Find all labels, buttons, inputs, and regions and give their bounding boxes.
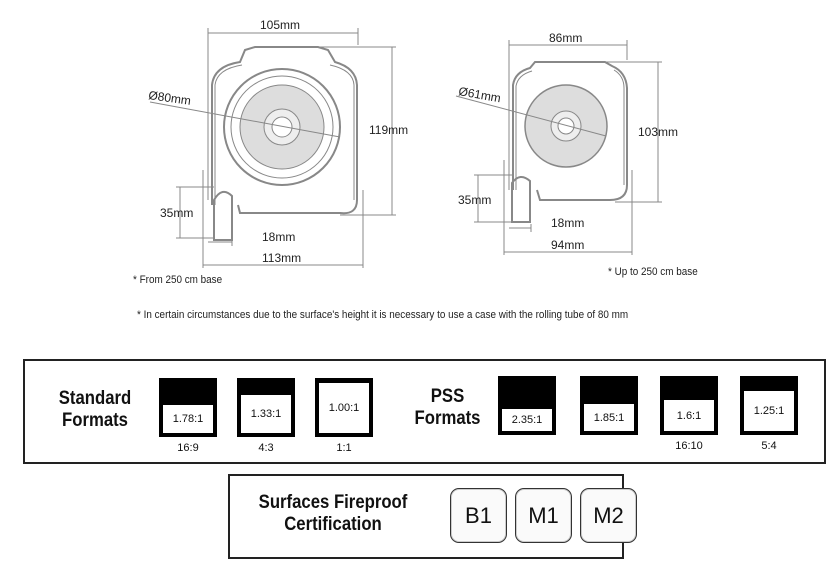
small-case-profile bbox=[455, 40, 662, 255]
cert-badge-b1: B1 bbox=[450, 488, 507, 543]
fireproof-title-line2: Certification bbox=[284, 514, 382, 535]
format-box: 1.85:1 bbox=[580, 376, 638, 435]
large-case-note: * From 250 cm base bbox=[133, 274, 223, 286]
small-guide-width: 18mm bbox=[551, 216, 584, 230]
format-label: 1:1 bbox=[336, 442, 352, 454]
large-height: 119mm bbox=[369, 123, 408, 137]
large-case-profile bbox=[149, 28, 396, 268]
cert-badge-m1: M1 bbox=[515, 488, 572, 543]
format-label: 16:9 bbox=[177, 442, 199, 454]
standard-title-line1: Standard bbox=[58, 388, 132, 409]
format-label: 16:10 bbox=[675, 440, 703, 452]
format-ratio: 1.33:1 bbox=[241, 395, 291, 433]
format-box: 1.00:1 bbox=[315, 378, 373, 437]
format-label: 4:3 bbox=[258, 442, 274, 454]
cert-badge-m2: M2 bbox=[580, 488, 637, 543]
large-guide-width: 18mm bbox=[262, 230, 295, 244]
pss-title-line1: PSS bbox=[430, 386, 465, 407]
format-ratio: 1.6:1 bbox=[664, 400, 714, 431]
format-ratio: 2.35:1 bbox=[502, 409, 552, 431]
format-ratio: 1.78:1 bbox=[163, 405, 213, 433]
fireproof-title-line1: Surfaces Fireproof bbox=[258, 492, 408, 513]
large-width-top: 105mm bbox=[260, 18, 300, 32]
format-box: 1.25:1 bbox=[740, 376, 798, 435]
case-profiles-drawing: 105mm 119mm Ø80mm 35mm 18mm 113mm 86mm 1… bbox=[148, 18, 678, 268]
pss-formats-title: PSS Formats bbox=[406, 386, 490, 430]
small-width-total: 94mm bbox=[551, 238, 584, 252]
format-box: 1.33:1 bbox=[237, 378, 295, 437]
pss-title-line2: Formats bbox=[414, 408, 481, 429]
general-note: * In certain circumstances due to the su… bbox=[137, 309, 629, 321]
small-case-note: * Up to 250 cm base bbox=[608, 266, 698, 278]
format-box: 1.6:1 bbox=[660, 376, 718, 435]
standard-title-line2: Formats bbox=[62, 410, 128, 431]
format-box: 1.78:1 bbox=[159, 378, 217, 437]
format-box: 2.35:1 bbox=[498, 376, 556, 435]
format-ratio: 1.25:1 bbox=[744, 391, 794, 431]
format-label: 5:4 bbox=[761, 440, 777, 452]
large-guide-height: 35mm bbox=[160, 206, 193, 220]
small-guide-height: 35mm bbox=[458, 193, 491, 207]
format-ratio: 1.00:1 bbox=[319, 383, 369, 433]
format-ratio: 1.85:1 bbox=[584, 404, 634, 431]
large-diameter: Ø80mm bbox=[148, 88, 192, 108]
fireproof-title: Surfaces Fireproof Certification bbox=[249, 492, 416, 536]
small-height: 103mm bbox=[638, 125, 678, 139]
large-width-total: 113mm bbox=[262, 251, 301, 265]
standard-formats-title: Standard Formats bbox=[47, 388, 144, 432]
small-width-top: 86mm bbox=[549, 31, 582, 45]
